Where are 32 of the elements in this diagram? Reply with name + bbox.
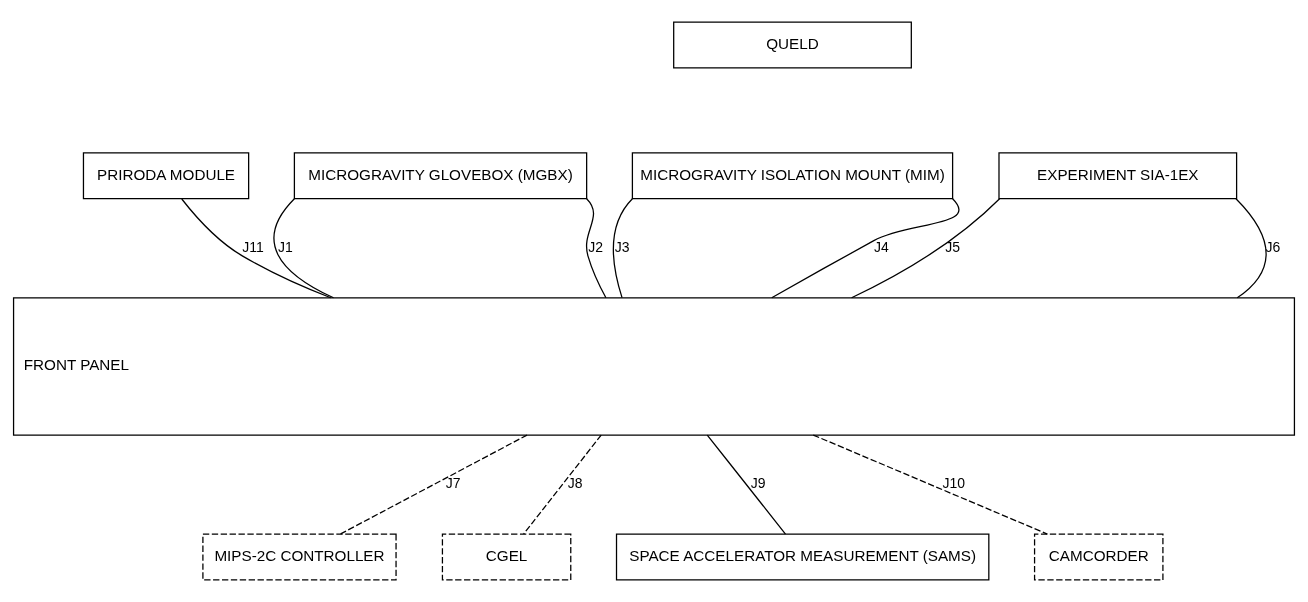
edge-label: J11 — [242, 238, 264, 255]
node-box: MICROGRAVITY ISOLATION MOUNT (MIM) — [631, 152, 954, 200]
node-box: PRIRODA MODULE — [82, 152, 250, 200]
edge-label: J3 — [614, 238, 630, 255]
edge-label: J10 — [942, 475, 966, 492]
connector — [771, 198, 960, 299]
edge-label: J2 — [588, 238, 603, 255]
connector — [612, 198, 634, 299]
connector — [181, 198, 332, 299]
edge-label: J5 — [945, 238, 960, 255]
edge-label: J6 — [1265, 238, 1281, 255]
node-box: FRONT PANEL — [12, 297, 1296, 436]
node-box: CGEL — [441, 533, 572, 581]
connector — [851, 198, 1001, 299]
connector — [812, 434, 1048, 535]
edge-label: J8 — [567, 475, 583, 492]
connector — [273, 198, 335, 299]
edge-label: J1 — [278, 238, 293, 255]
node-box: MIPS-2C CONTROLLER — [202, 533, 397, 581]
node-box: MICROGRAVITY GLOVEBOX (MGBX) — [293, 152, 588, 200]
connector — [339, 434, 528, 535]
node-box: CAMCORDER — [1033, 533, 1164, 581]
connector — [1235, 198, 1267, 299]
connector — [706, 434, 787, 535]
node-box: QUELD — [673, 21, 912, 69]
edge-label: J4 — [874, 238, 889, 255]
node-box: SPACE ACCELERATOR MEASUREMENT (SAMS) — [615, 533, 990, 581]
edge-label: J9 — [750, 475, 766, 492]
node-box: EXPERIMENT SIA-1EX — [998, 152, 1238, 200]
connector — [585, 198, 607, 299]
connector — [523, 434, 602, 535]
edge-label: J7 — [445, 475, 461, 492]
